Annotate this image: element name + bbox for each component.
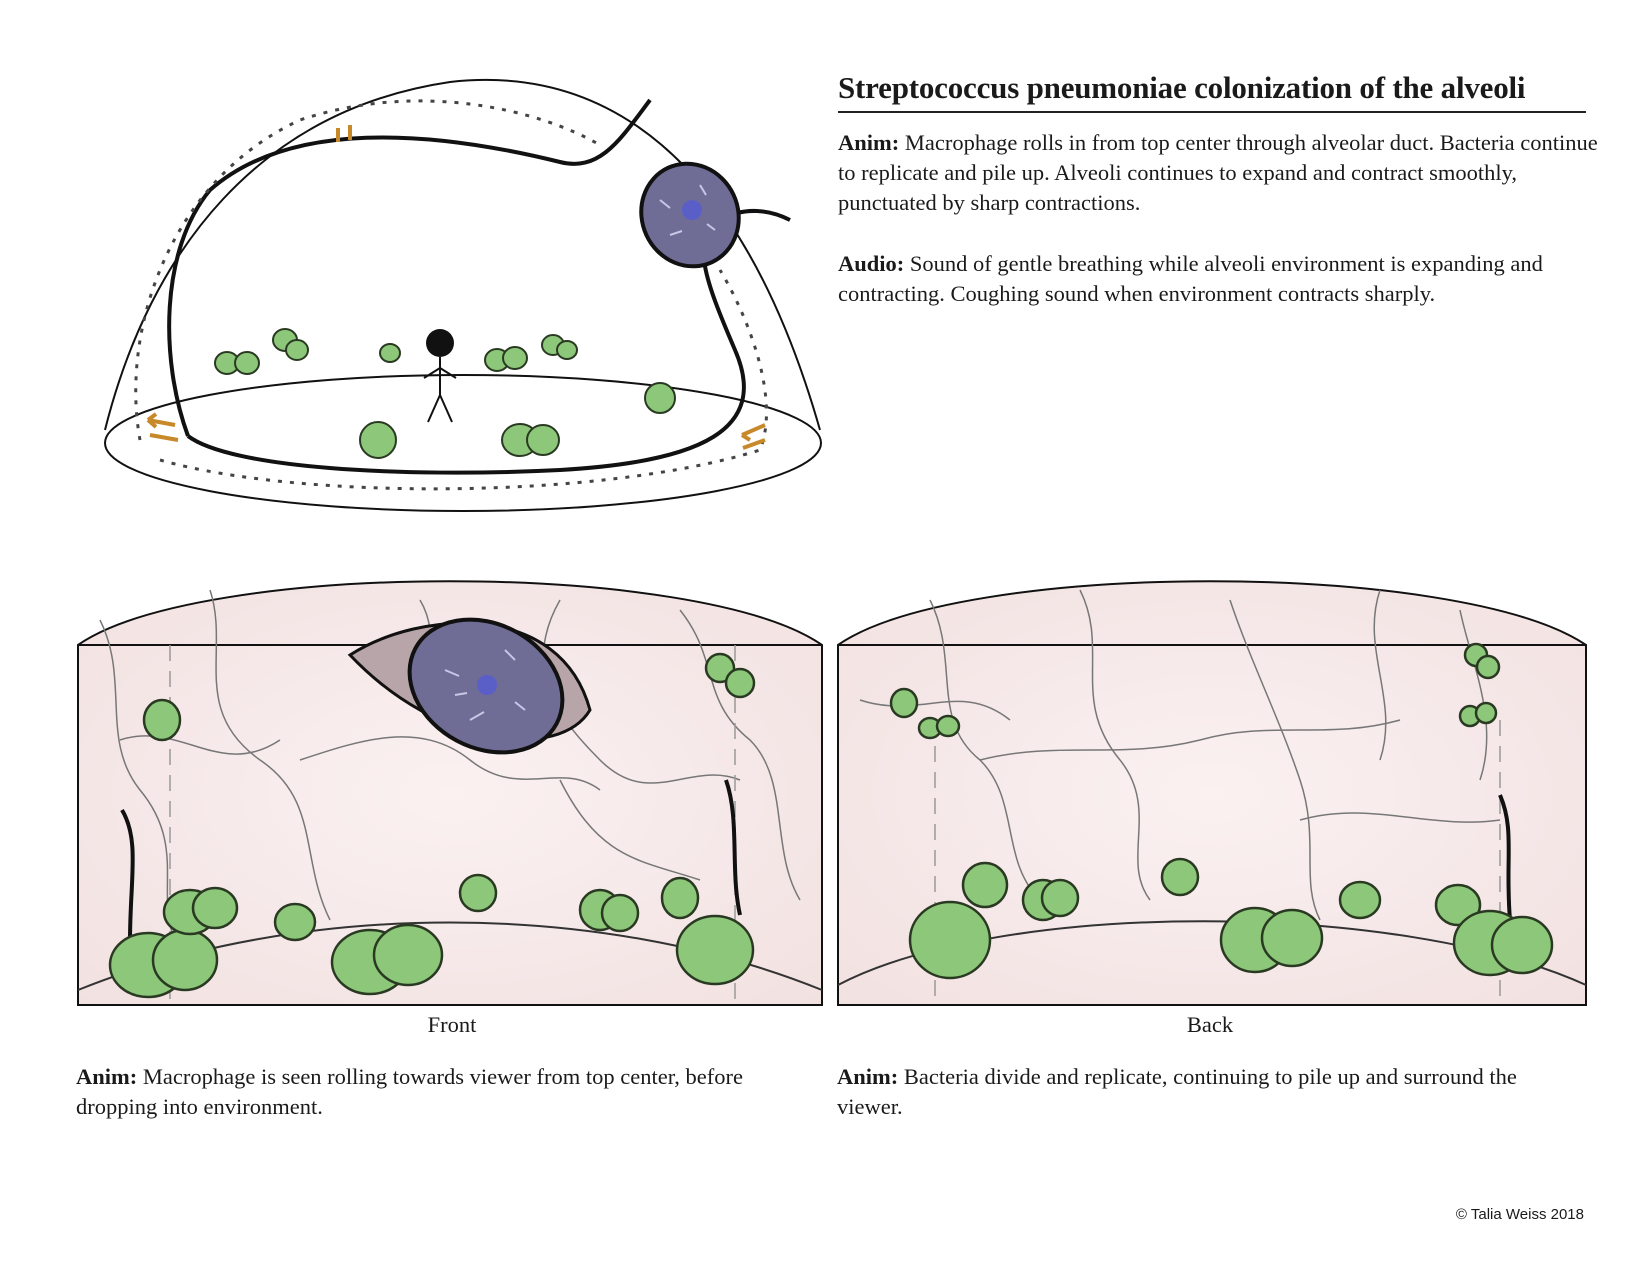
audio-text: Sound of gentle breathing while alveoli … <box>838 251 1543 306</box>
alveolus-dome-diagram <box>104 78 822 512</box>
audio-label: Audio: <box>838 251 905 276</box>
front-view-panel <box>77 580 823 1006</box>
anim-label: Anim: <box>76 1064 138 1089</box>
copyright-notice: © Talia Weiss 2018 <box>1455 1206 1584 1223</box>
macrophage-icon <box>347 617 592 755</box>
bacteria-cluster-back <box>889 642 1554 980</box>
anim-text: Macrophage is seen rolling towards viewe… <box>76 1064 744 1119</box>
macrophage-icon <box>639 161 741 269</box>
front-caption: Front <box>427 1012 477 1037</box>
page-title: Streptococcus pneumoniae colonization of… <box>838 70 1586 113</box>
alveolar-duct-outline <box>167 98 652 437</box>
back-anim-description: Anim: Bacteria divide and replicate, con… <box>837 1062 1577 1122</box>
anim-text: Macrophage rolls in from top center thro… <box>838 130 1598 215</box>
anim-label: Anim: <box>837 1064 899 1089</box>
stick-figure-viewer-icon <box>423 329 457 423</box>
air-flow-arrows-icon <box>146 125 766 450</box>
anim-label: Anim: <box>838 130 900 155</box>
capillary-network <box>859 589 1501 921</box>
front-anim-description: Anim: Macrophage is seen rolling towards… <box>76 1062 816 1122</box>
top-audio-description: Audio: Sound of gentle breathing while a… <box>838 249 1598 309</box>
back-view-panel <box>837 580 1587 1006</box>
bacteria-cluster-dome <box>214 328 676 459</box>
back-caption: Back <box>1186 1012 1234 1037</box>
bacteria-cluster-front <box>108 652 756 999</box>
top-anim-description: Anim: Macrophage rolls in from top cente… <box>838 128 1598 218</box>
anim-text: Bacteria divide and replicate, continuin… <box>837 1064 1517 1119</box>
